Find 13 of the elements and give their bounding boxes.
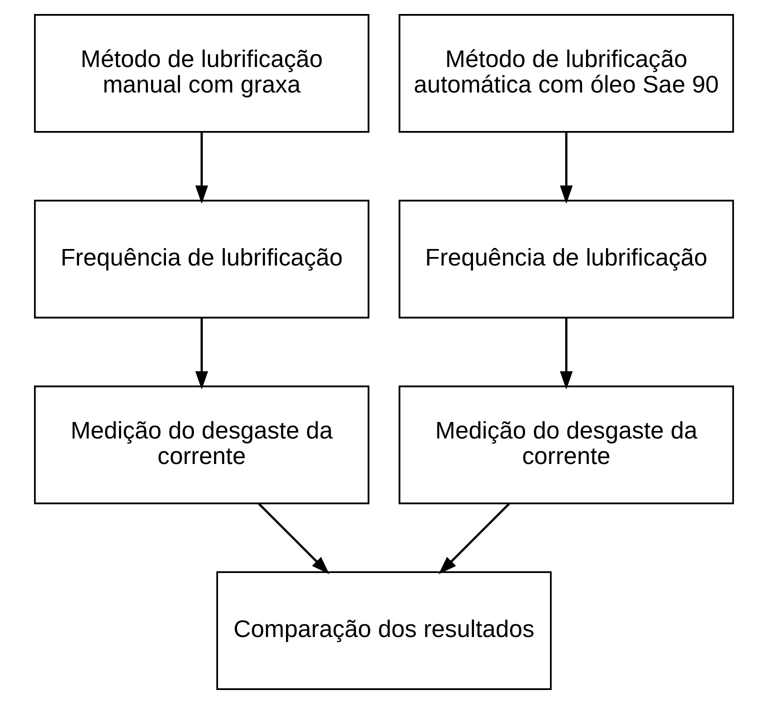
node-box: Medição do desgaste da corrente	[398, 386, 734, 504]
node-box: Método de lubrificação automática com óleo Sae 90	[398, 14, 734, 133]
arrow	[195, 318, 208, 390]
arrow	[560, 318, 573, 390]
node-box: Comparação dos resultados	[216, 571, 552, 690]
node-box: Frequência de lubrificação	[398, 200, 734, 318]
arrow	[195, 132, 208, 204]
node-box: Medição do desgaste da corrente	[34, 386, 370, 504]
arrow	[560, 132, 573, 204]
node-box: Método de lubrificação manual com graxa	[34, 14, 370, 133]
node-box: Frequência de lubrificação	[34, 200, 370, 318]
arrow	[438, 502, 510, 574]
arrow	[258, 502, 330, 574]
